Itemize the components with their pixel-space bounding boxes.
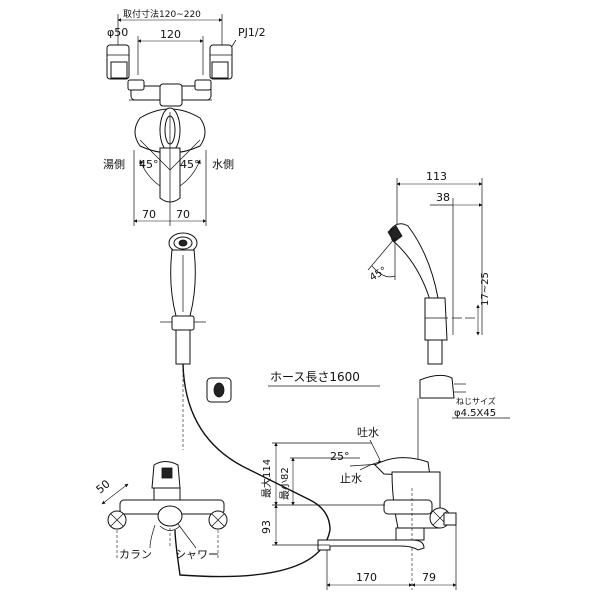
hot-side-label: 湯側 [103, 158, 125, 171]
reach-113-label: 113 [426, 170, 447, 183]
max-height-label: 最大114 [260, 459, 273, 498]
cold-side-label: 水側 [212, 158, 234, 171]
spout-height-label: 93 [260, 520, 273, 534]
thread-size-label: PJ1/2 [238, 26, 266, 39]
right-angle-label: 45° [180, 158, 200, 171]
left-angle-label: 45° [139, 158, 159, 171]
min-height-label: 最小82 [279, 467, 291, 500]
wall-bracket: ねじサイズ φ4.5X45 [417, 374, 510, 470]
body-depth-label: 79 [422, 571, 436, 584]
lever-angle-label: 25° [330, 450, 350, 463]
shower-label: シャワー [175, 548, 219, 561]
screw-size-title: ねじサイズ [456, 396, 496, 406]
hose-line [174, 363, 331, 578]
holder-fitting [206, 377, 232, 403]
diameter-label: φ50 [107, 26, 128, 39]
spout-on-label: 吐水 [357, 426, 379, 439]
center-distance-label: 120 [160, 28, 181, 41]
shower-head-front [160, 232, 206, 450]
head-angle-label: 45° [368, 265, 389, 283]
mounting-range-label: 取付寸法120~220 [123, 8, 201, 20]
top-view-faucet: 取付寸法120~220 120 φ50 PJ1/2 [103, 8, 266, 226]
holder-range-label: 17~25 [480, 272, 491, 306]
spout-label: カラン [119, 548, 152, 561]
right-handle-width-label: 70 [176, 208, 190, 221]
front-view-faucet: 50 カラン シャワー [94, 461, 228, 561]
water-off-label: 止水 [340, 472, 362, 485]
depth-38-label: 38 [436, 191, 450, 204]
spout-reach-label: 170 [356, 571, 377, 584]
side-view-faucet: 吐水 25° 止水 最大114 最小82 93 [260, 426, 457, 590]
left-handle-width-label: 70 [142, 208, 156, 221]
side-view-shower: 113 38 45° 17~25 [367, 170, 491, 365]
leg-offset-label: 50 [94, 477, 113, 496]
hose-length-label: ホース長さ1600 [270, 370, 360, 384]
screw-size-value: φ4.5X45 [454, 408, 496, 419]
